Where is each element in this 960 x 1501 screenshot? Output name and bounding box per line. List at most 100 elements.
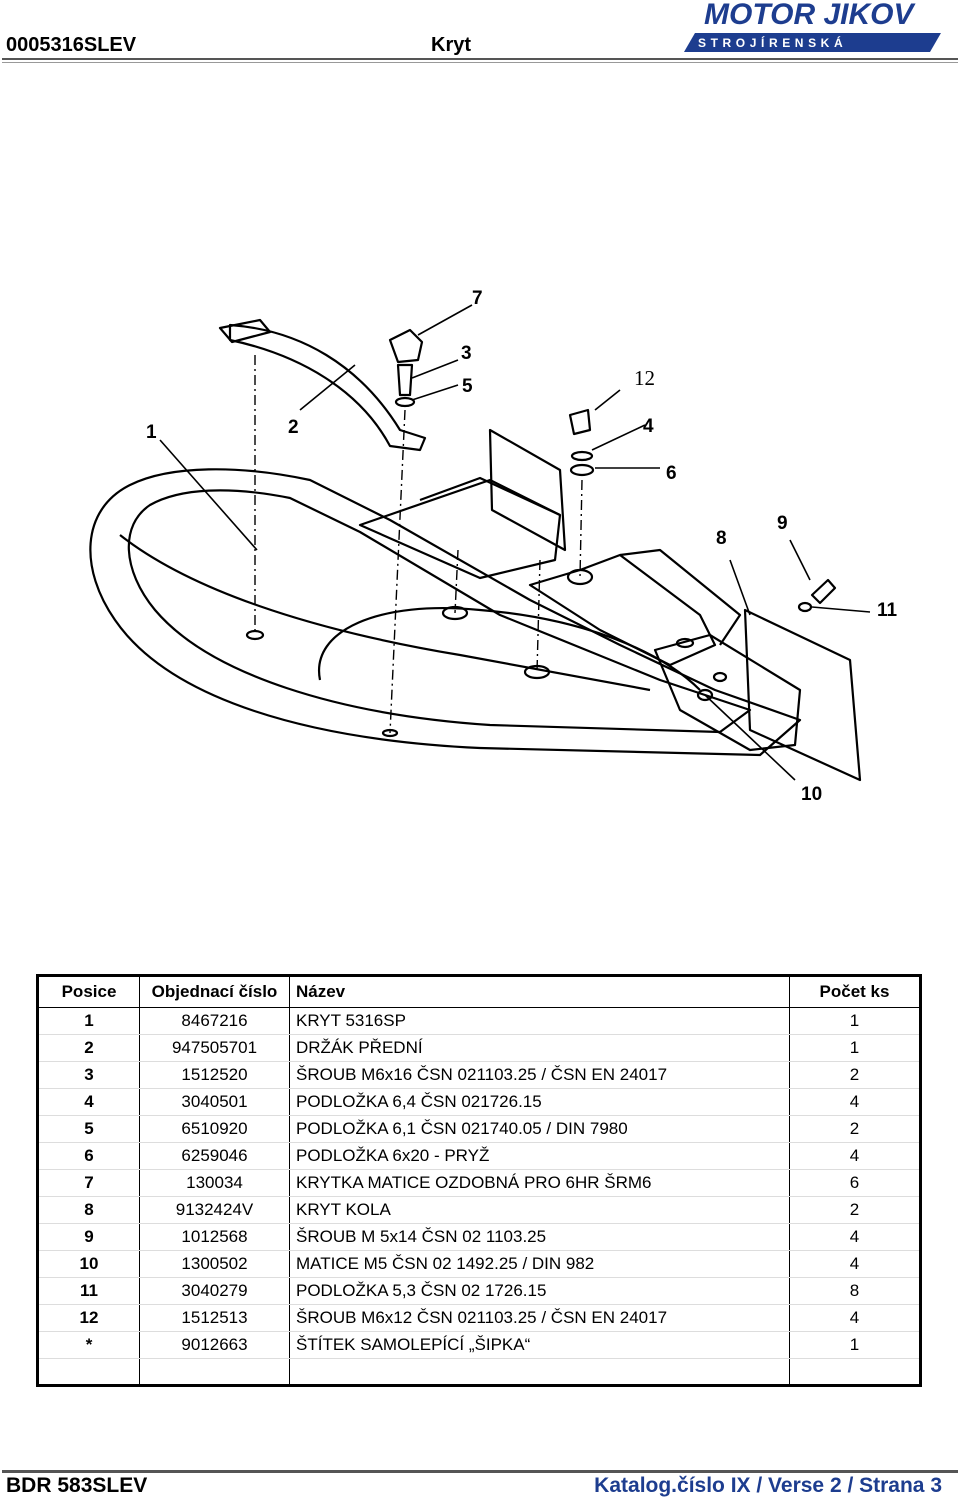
cell-order: 1300502	[139, 1250, 290, 1278]
cell-name: PODLOŽKA 5,3 ČSN 02 1726.15	[289, 1277, 790, 1305]
cell-order: 3040501	[139, 1088, 290, 1116]
callout-5: 5	[462, 376, 473, 397]
cell-order: 9012663	[139, 1331, 290, 1359]
cell-name: PODLOŽKA 6x20 - PRYŽ	[289, 1142, 790, 1170]
washer-4	[570, 450, 594, 462]
cell-name: KRYT KOLA	[289, 1196, 790, 1224]
cell-qty: 4	[789, 1250, 921, 1278]
cell-order: 6510920	[139, 1115, 290, 1143]
footer-catalog-ref: Katalog.číslo IX / Verse 2 / Strana 3	[594, 1474, 942, 1497]
callout-6: 6	[666, 463, 677, 484]
cell-pos: 1	[37, 1007, 140, 1035]
header-qty: Počet ks	[789, 975, 921, 1008]
table-header-row: Posice Objednací číslo Název Počet ks	[37, 975, 921, 1008]
page-title: Kryt	[431, 34, 472, 56]
cell-order: 1512520	[139, 1061, 290, 1089]
document-code: 0005316SLEV	[6, 34, 137, 56]
cell-name: KRYTKA MATICE OZDOBNÁ PRO 6HR ŠRM6	[289, 1169, 790, 1197]
cell-name	[289, 1358, 790, 1386]
cell-name: PODLOŽKA 6,1 ČSN 021740.05 / DIN 7980	[289, 1115, 790, 1143]
cell-name: ŠROUB M6x12 ČSN 021103.25 / ČSN EN 24017	[289, 1304, 790, 1332]
cell-qty: 4	[789, 1304, 921, 1332]
cell-pos: 11	[37, 1277, 140, 1305]
cell-pos: 6	[37, 1142, 140, 1170]
mount-flange	[653, 633, 802, 752]
cell-order: 1012568	[139, 1223, 290, 1251]
cell-qty: 1	[789, 1007, 921, 1035]
cover-inner	[127, 489, 752, 734]
callout-12: 12	[634, 366, 655, 390]
header-rule	[2, 58, 958, 60]
bolt-9	[810, 578, 837, 605]
guard-plate-left	[488, 428, 567, 552]
footer-rule	[2, 1470, 958, 1473]
cell-qty: 2	[789, 1196, 921, 1224]
motor-jikov-logo: MOTOR JIKOV STROJÍRENSKÁ	[684, 0, 958, 54]
cell-name: ŠROUB M6x16 ČSN 021103.25 / ČSN EN 24017	[289, 1061, 790, 1089]
cell-qty: 4	[789, 1142, 921, 1170]
table-row-empty	[37, 1358, 921, 1386]
cell-name: DRŽÁK PŘEDNÍ	[289, 1034, 790, 1062]
cell-pos: *	[37, 1331, 140, 1359]
washer-5	[394, 396, 416, 408]
callout-7: 7	[472, 288, 483, 309]
cell-name: MATICE M5 ČSN 02 1492.25 / DIN 982	[289, 1250, 790, 1278]
callout-3: 3	[461, 343, 472, 364]
cell-name: ŠROUB M 5x14 ČSN 02 1103.25	[289, 1223, 790, 1251]
header-name: Název	[289, 975, 790, 1008]
cell-order: 8467216	[139, 1007, 290, 1035]
cell-pos: 4	[37, 1088, 140, 1116]
cell-name: KRYT 5316SP	[289, 1007, 790, 1035]
cell-qty: 2	[789, 1115, 921, 1143]
cell-order: 3040279	[139, 1277, 290, 1305]
cell-order: 130034	[139, 1169, 290, 1197]
cap-nut	[388, 328, 424, 364]
cell-qty: 8	[789, 1277, 921, 1305]
washer-11	[797, 601, 813, 613]
bolt-12	[568, 408, 592, 436]
header-order: Objednací číslo	[139, 975, 290, 1008]
callout-9: 9	[777, 513, 788, 534]
cover-ledge	[119, 534, 651, 692]
cell-pos: 9	[37, 1223, 140, 1251]
cell-qty: 2	[789, 1061, 921, 1089]
cover-ridge	[358, 478, 562, 580]
cell-order	[139, 1358, 290, 1386]
exploded-drawing	[89, 304, 871, 782]
callout-8: 8	[716, 528, 727, 549]
cell-qty: 4	[789, 1088, 921, 1116]
cell-name: ŠTÍTEK SAMOLEPÍCÍ „ŠIPKA“	[289, 1331, 790, 1359]
callout-11: 11	[877, 600, 898, 621]
callout-10: 10	[801, 784, 823, 805]
footer-model: BDR 583SLEV	[6, 1474, 148, 1497]
cell-name: PODLOŽKA 6,4 ČSN 021726.15	[289, 1088, 790, 1116]
header-rule-thin	[2, 62, 958, 63]
logo-name: MOTOR JIKOV	[704, 0, 914, 31]
cell-pos: 3	[37, 1061, 140, 1089]
bolt-3	[396, 363, 414, 397]
callout-2: 2	[288, 417, 299, 438]
cover-opening	[317, 606, 701, 691]
cell-pos: 7	[37, 1169, 140, 1197]
cell-pos: 5	[37, 1115, 140, 1143]
cell-qty: 4	[789, 1223, 921, 1251]
cover-outline	[89, 468, 802, 757]
cell-pos: 12	[37, 1304, 140, 1332]
nut-10	[696, 688, 714, 702]
cell-order: 1512513	[139, 1304, 290, 1332]
logo-subtitle: STROJÍRENSKÁ	[698, 36, 848, 50]
cell-order: 6259046	[139, 1142, 290, 1170]
